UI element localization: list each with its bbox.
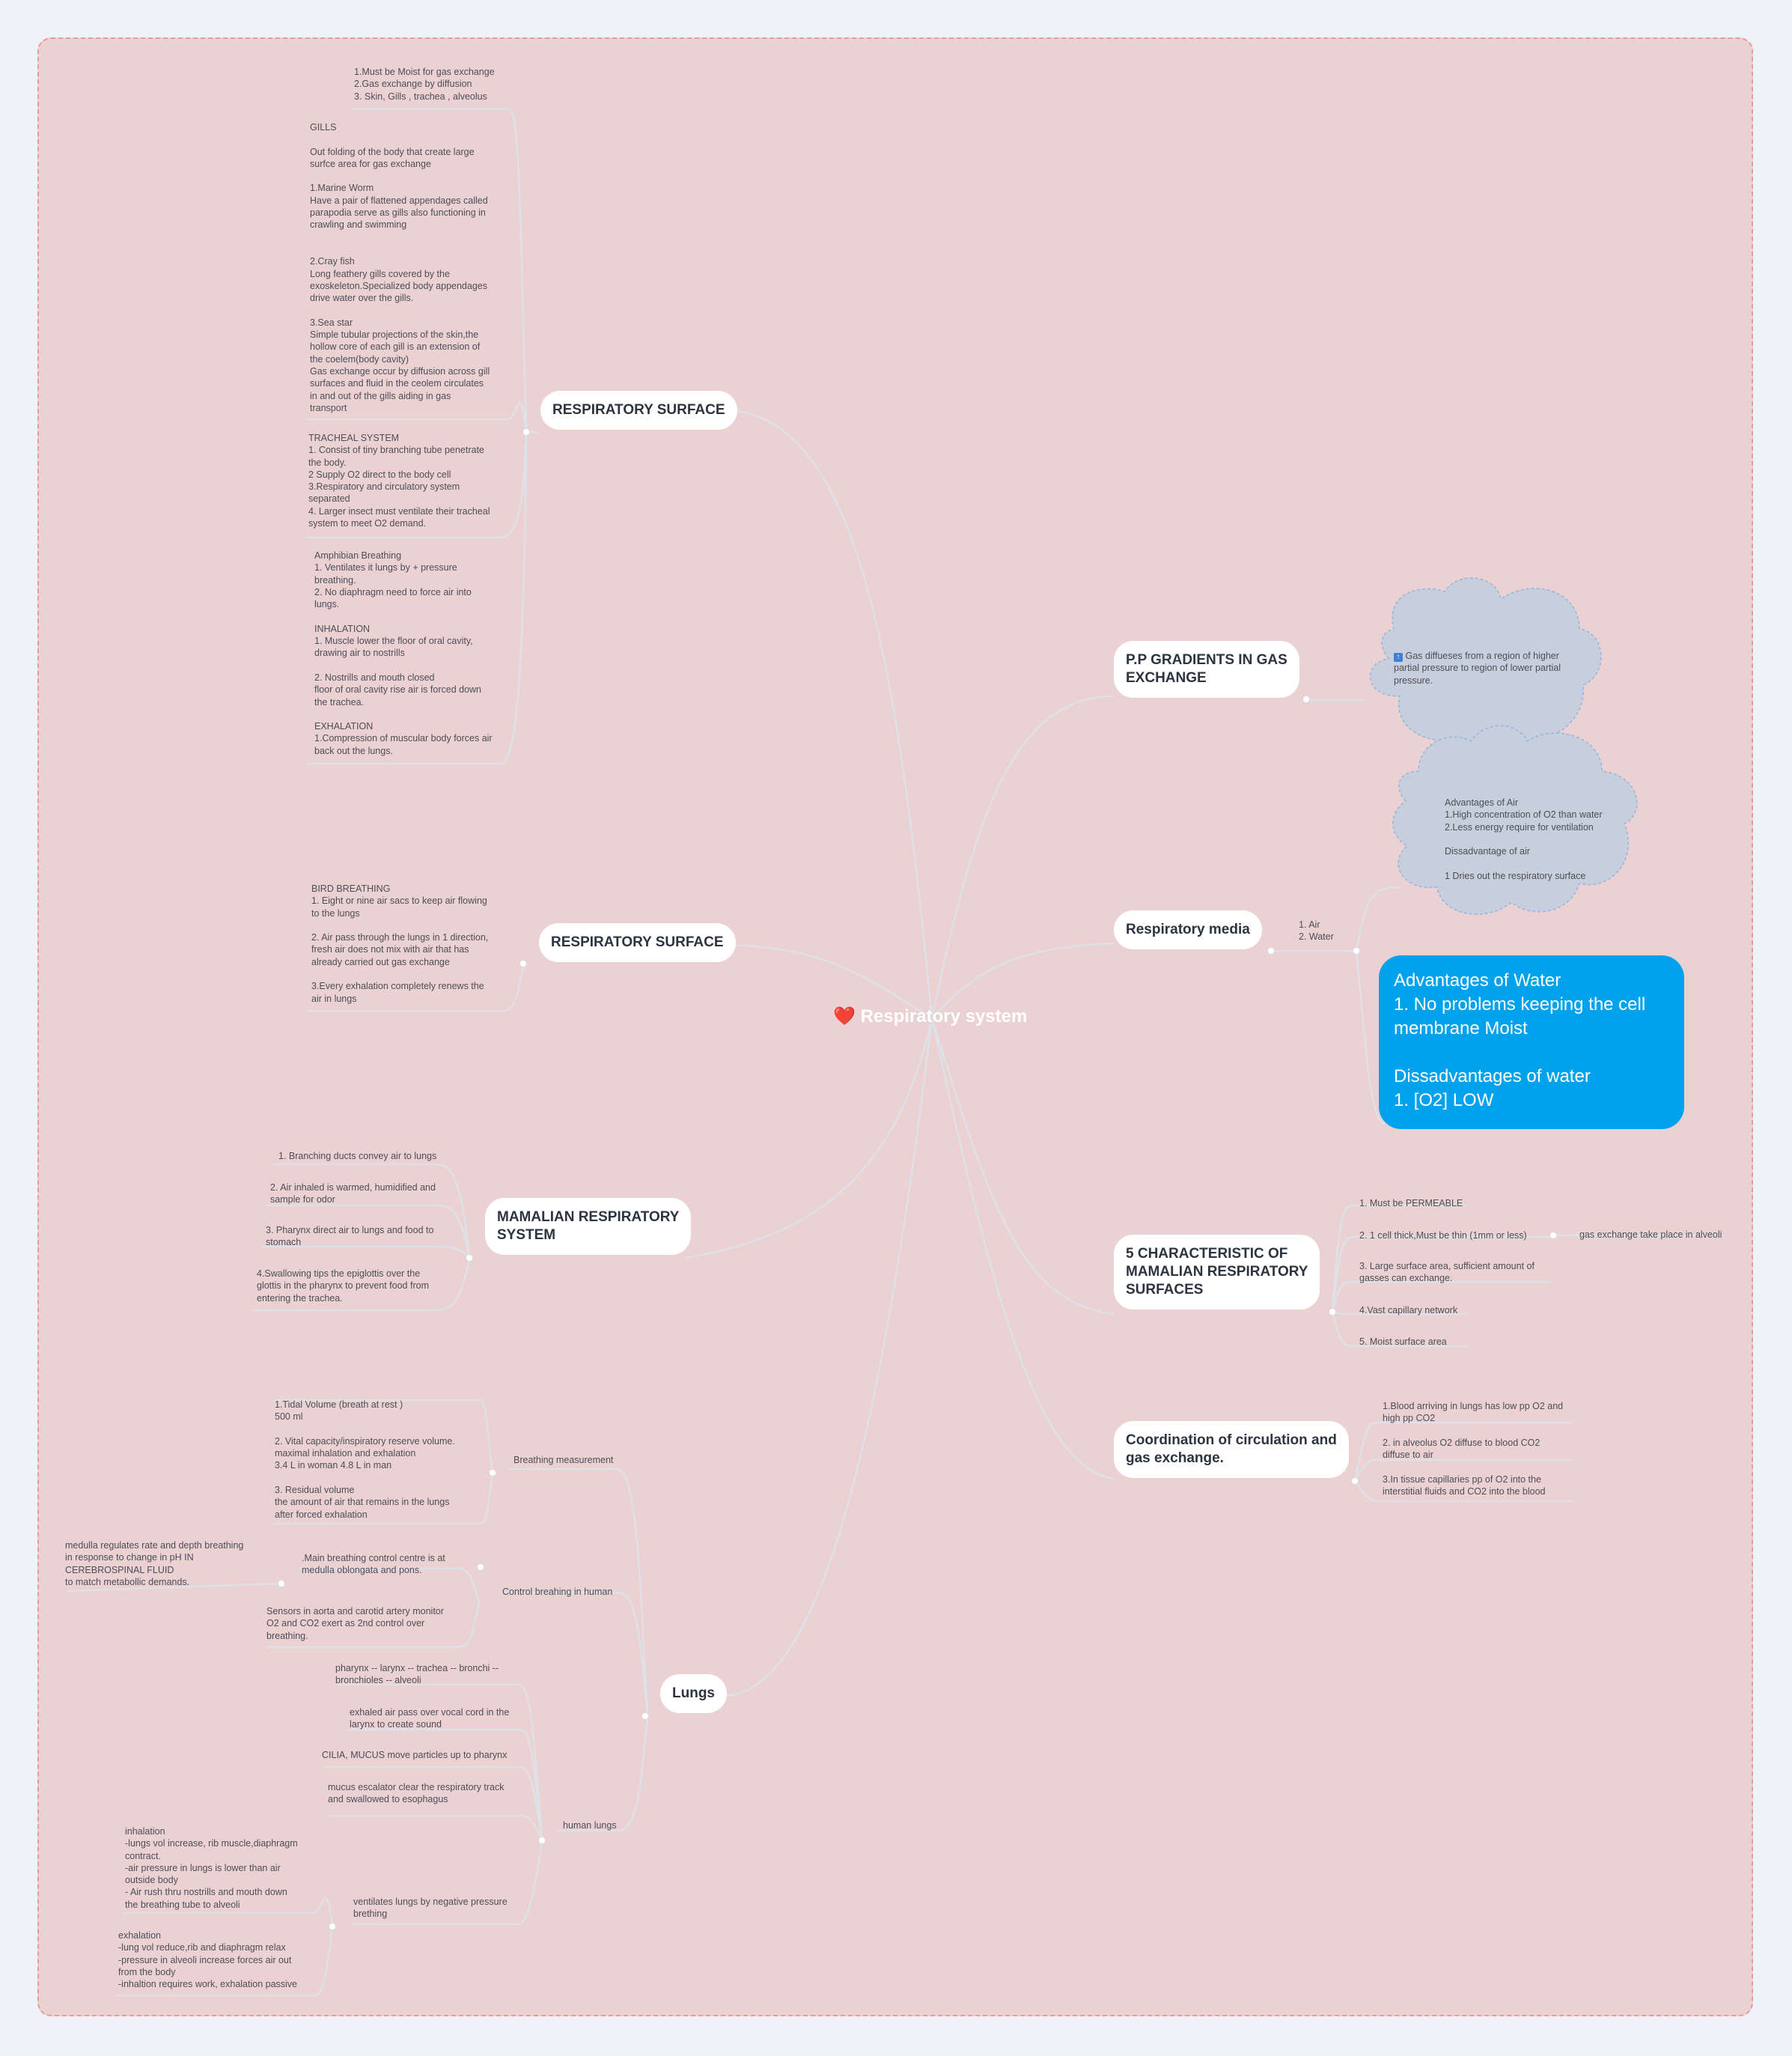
- note-mammalian-2: 2. Air inhaled is warmed, humidified and…: [270, 1182, 436, 1205]
- note-medulla: medulla regulates rate and depth breathi…: [65, 1540, 244, 1587]
- branch-pp-gradients[interactable]: P.P GRADIENTS IN GAS EXCHANGE: [1114, 641, 1299, 698]
- connector-dot: [538, 1837, 546, 1844]
- branch-lungs[interactable]: Lungs: [660, 1674, 727, 1713]
- connector-dot: [1351, 1477, 1359, 1485]
- note-respiratory-basics: 1.Must be Moist for gas exchange 2.Gas e…: [354, 67, 495, 102]
- pp-gradient-cloud: ↑ Gas diffueses from a region of higher …: [1394, 650, 1561, 687]
- characteristic-5: 5. Moist surface area: [1359, 1336, 1447, 1347]
- pp-gradient-cloud-text: Gas diffueses from a region of higher pa…: [1394, 651, 1561, 686]
- connector-dot: [477, 1563, 484, 1571]
- up-arrow-icon: ↑: [1394, 653, 1403, 662]
- connector-dot: [519, 960, 527, 967]
- water-advantages-box[interactable]: Advantages of Water 1. No problems keepi…: [1379, 955, 1684, 1129]
- note-exhalation: exhalation -lung vol reduce,rib and diap…: [118, 1930, 298, 1990]
- note-cilia-mucus: CILIA, MUCUS move particles up to pharyn…: [322, 1750, 508, 1760]
- note-breathing-measurement: 1.Tidal Volume (breath at rest ) 500 ml …: [275, 1399, 455, 1520]
- branch-five-characteristics[interactable]: 5 CHARACTERISTIC OF MAMALIAN RESPIRATORY…: [1114, 1235, 1320, 1310]
- connector-dot: [641, 1712, 649, 1720]
- human-lungs-label[interactable]: human lungs: [563, 1820, 617, 1831]
- note-gills: GILLS Out folding of the body that creat…: [310, 122, 490, 413]
- connector-dot: [278, 1580, 285, 1587]
- connector-dot: [329, 1923, 336, 1930]
- control-breathing-label[interactable]: Control breahing in human: [502, 1587, 613, 1597]
- connector-dot: [466, 1254, 473, 1262]
- root-label: Respiratory system: [860, 1006, 1028, 1027]
- note-airway-path: pharynx -- larynx -- trachea -- bronchi …: [335, 1663, 499, 1686]
- characteristic-1: 1. Must be PERMEABLE: [1359, 1198, 1463, 1208]
- branch-coordination[interactable]: Coordination of circulation and gas exch…: [1114, 1421, 1349, 1478]
- note-mucus-escalator: mucus escalator clear the respiratory tr…: [328, 1782, 505, 1805]
- air-cloud: [1392, 725, 1638, 915]
- note-sensors: Sensors in aorta and carotid artery moni…: [266, 1606, 444, 1641]
- branch-respiratory-media[interactable]: Respiratory media: [1114, 910, 1262, 949]
- connector-dot: [1549, 1232, 1557, 1239]
- connector-dot: [1353, 947, 1360, 955]
- note-bird-breathing: BIRD BREATHING 1. Eight or nine air sacs…: [311, 883, 489, 1004]
- note-mammalian-1: 1. Branching ducts convey air to lungs: [278, 1151, 437, 1161]
- connector-dot: [1267, 947, 1275, 955]
- connector-dot: [1302, 696, 1310, 703]
- connector-dot: [1329, 1308, 1336, 1316]
- characteristic-3: 3. Large surface area, sufficient amount…: [1359, 1261, 1535, 1284]
- air-advantages-cloud: Advantages of Air 1.High concentration o…: [1445, 797, 1603, 881]
- note-negative-pressure: ventilates lungs by negative pressure br…: [353, 1897, 508, 1920]
- media-items: 1. Air 2. Water: [1299, 919, 1334, 942]
- note-mammalian-3: 3. Pharynx direct air to lungs and food …: [266, 1225, 434, 1248]
- note-control-centre: .Main breathing control centre is at med…: [302, 1553, 445, 1576]
- branch-respiratory-surface-1[interactable]: RESPIRATORY SURFACE: [540, 391, 737, 430]
- note-mammalian-4: 4.Swallowing tips the epiglottis over th…: [257, 1268, 429, 1304]
- connector-dot: [522, 428, 530, 436]
- note-amphibian-breathing: Amphibian Breathing 1. Ventilates it lun…: [314, 550, 493, 756]
- breathing-measurement-label[interactable]: Breathing measurement: [513, 1455, 614, 1465]
- alveoli-note: gas exchange take place in alveoli: [1579, 1229, 1722, 1240]
- note-coordination: 1.Blood arriving in lungs has low pp O2 …: [1383, 1401, 1564, 1497]
- heart-icon: ❤️: [833, 1006, 856, 1027]
- characteristic-4: 4.Vast capillary network: [1359, 1305, 1458, 1316]
- branch-respiratory-surface-2[interactable]: RESPIRATORY SURFACE: [539, 923, 736, 962]
- branch-mammalian-respiratory-system[interactable]: MAMALIAN RESPIRATORY SYSTEM: [485, 1198, 692, 1255]
- root-node[interactable]: ❤️ Respiratory system: [833, 1006, 1027, 1027]
- characteristic-2: 2. 1 cell thick,Must be thin (1mm or les…: [1359, 1230, 1527, 1241]
- note-inhalation: inhalation -lungs vol increase, rib musc…: [125, 1826, 298, 1910]
- note-tracheal-system: TRACHEAL SYSTEM 1. Consist of tiny branc…: [308, 433, 490, 529]
- pp-cloud: [1369, 577, 1602, 751]
- note-vocal-cord: exhaled air pass over vocal cord in the …: [350, 1707, 510, 1730]
- connector-dot: [489, 1469, 496, 1476]
